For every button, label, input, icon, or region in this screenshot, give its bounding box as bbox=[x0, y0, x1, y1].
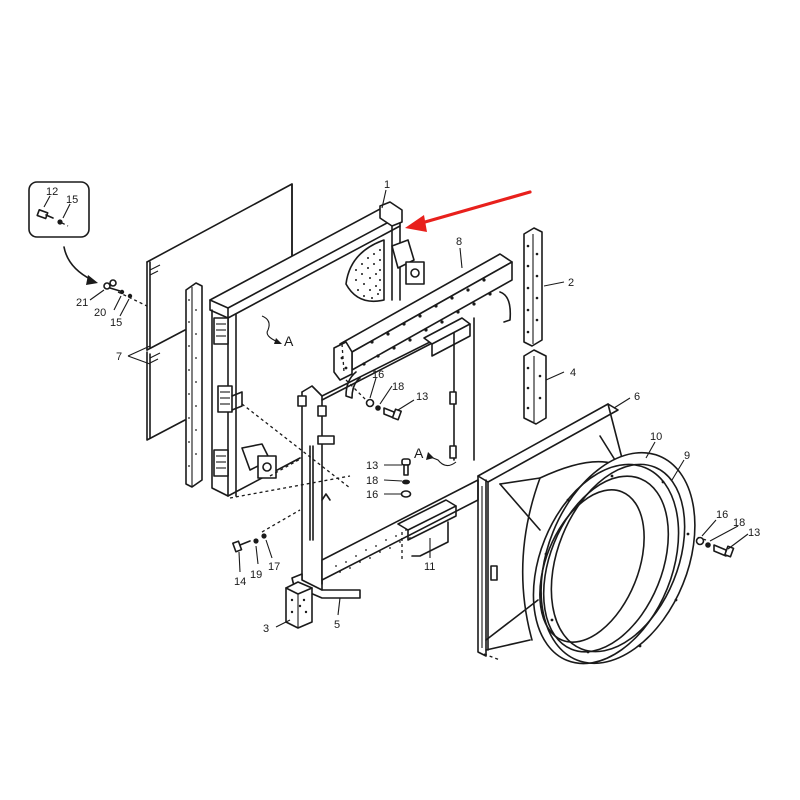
inset-detail-box: 12 15 bbox=[28, 181, 90, 238]
callout-6: 6 bbox=[634, 391, 640, 403]
callout-18-mid: 18 bbox=[366, 475, 378, 487]
fan-ring-outer bbox=[540, 451, 696, 665]
lock-washer-icon bbox=[402, 479, 410, 485]
washer-icon bbox=[400, 490, 412, 498]
support-frame bbox=[291, 317, 479, 599]
lock-washer-icon bbox=[705, 542, 711, 548]
section-mark-a-lower: A bbox=[414, 445, 457, 467]
svg-text:A: A bbox=[284, 333, 294, 349]
fasteners-upper-frame bbox=[365, 398, 402, 421]
callout-13-upper: 13 bbox=[416, 391, 428, 403]
top-bracket bbox=[333, 253, 513, 399]
callout-14: 14 bbox=[234, 576, 246, 588]
washer-icon bbox=[253, 538, 259, 544]
fasteners-mid-frame bbox=[400, 458, 412, 498]
washer-icon bbox=[695, 536, 705, 546]
bracket-upper bbox=[213, 317, 229, 345]
callout-13-ring: 13 bbox=[748, 527, 760, 539]
seal-strip-lower bbox=[523, 349, 547, 425]
callout-20: 20 bbox=[94, 307, 106, 319]
callout-11: 11 bbox=[424, 561, 435, 573]
callout-labels: 1 2 3 4 5 6 7 8 9 10 11 13 13 13 14 15 1… bbox=[76, 179, 760, 635]
nut-icon bbox=[261, 533, 267, 539]
callout-9: 9 bbox=[684, 450, 690, 462]
callout-5: 5 bbox=[334, 619, 340, 631]
radiator-core bbox=[209, 201, 425, 497]
callout-18-upper: 18 bbox=[392, 381, 404, 393]
fan-ring-inner bbox=[532, 463, 680, 665]
washer-icon bbox=[365, 398, 375, 408]
bolt-icon bbox=[36, 209, 54, 220]
callout-4: 4 bbox=[570, 367, 576, 379]
seal-strip-upper bbox=[523, 227, 543, 347]
nut-icon bbox=[57, 219, 69, 227]
nut-icon bbox=[127, 293, 133, 299]
callout-15-inset: 15 bbox=[66, 194, 78, 206]
mount-flange-lower bbox=[241, 443, 277, 479]
callout-16-upper: 16 bbox=[372, 369, 384, 381]
bolt-icon bbox=[232, 540, 251, 553]
fasteners-left-screen bbox=[103, 279, 133, 299]
svg-text:A: A bbox=[414, 445, 424, 461]
leader-lines bbox=[89, 189, 749, 628]
callout-15: 15 bbox=[110, 317, 122, 329]
fan-shroud bbox=[477, 403, 627, 657]
bracket-mid bbox=[217, 385, 243, 413]
red-highlight-arrow-icon bbox=[405, 190, 532, 232]
washer-icon bbox=[119, 289, 125, 295]
bracket-lower bbox=[213, 449, 229, 477]
bolt-icon bbox=[401, 458, 411, 476]
callout-8: 8 bbox=[456, 236, 462, 248]
seal-strip-left bbox=[185, 282, 203, 488]
callout-17: 17 bbox=[268, 561, 280, 573]
callout-3: 3 bbox=[263, 623, 269, 635]
lock-washer-icon bbox=[375, 405, 381, 411]
callout-12: 12 bbox=[46, 186, 58, 198]
wing-bolt-icon bbox=[103, 279, 121, 292]
callout-16-mid: 16 bbox=[366, 489, 378, 501]
mount-block bbox=[285, 581, 313, 629]
mount-flange-upper bbox=[391, 239, 425, 285]
callout-7: 7 bbox=[116, 351, 122, 363]
callout-13-mid: 13 bbox=[366, 460, 378, 472]
callout-18-ring: 18 bbox=[733, 517, 745, 529]
fasteners-ring bbox=[695, 536, 735, 558]
callout-10: 10 bbox=[650, 431, 662, 443]
callout-1: 1 bbox=[384, 179, 390, 191]
ring-bolt-holes bbox=[544, 474, 690, 654]
callout-19: 19 bbox=[250, 569, 262, 581]
section-mark-a-upper: A bbox=[261, 315, 294, 349]
screen-panels bbox=[146, 183, 293, 441]
callout-21: 21 bbox=[76, 297, 88, 309]
curved-arrow-icon bbox=[63, 246, 98, 285]
fasteners-lower-left bbox=[232, 533, 267, 553]
callout-2: 2 bbox=[568, 277, 574, 289]
callout-16-ring: 16 bbox=[716, 509, 728, 521]
